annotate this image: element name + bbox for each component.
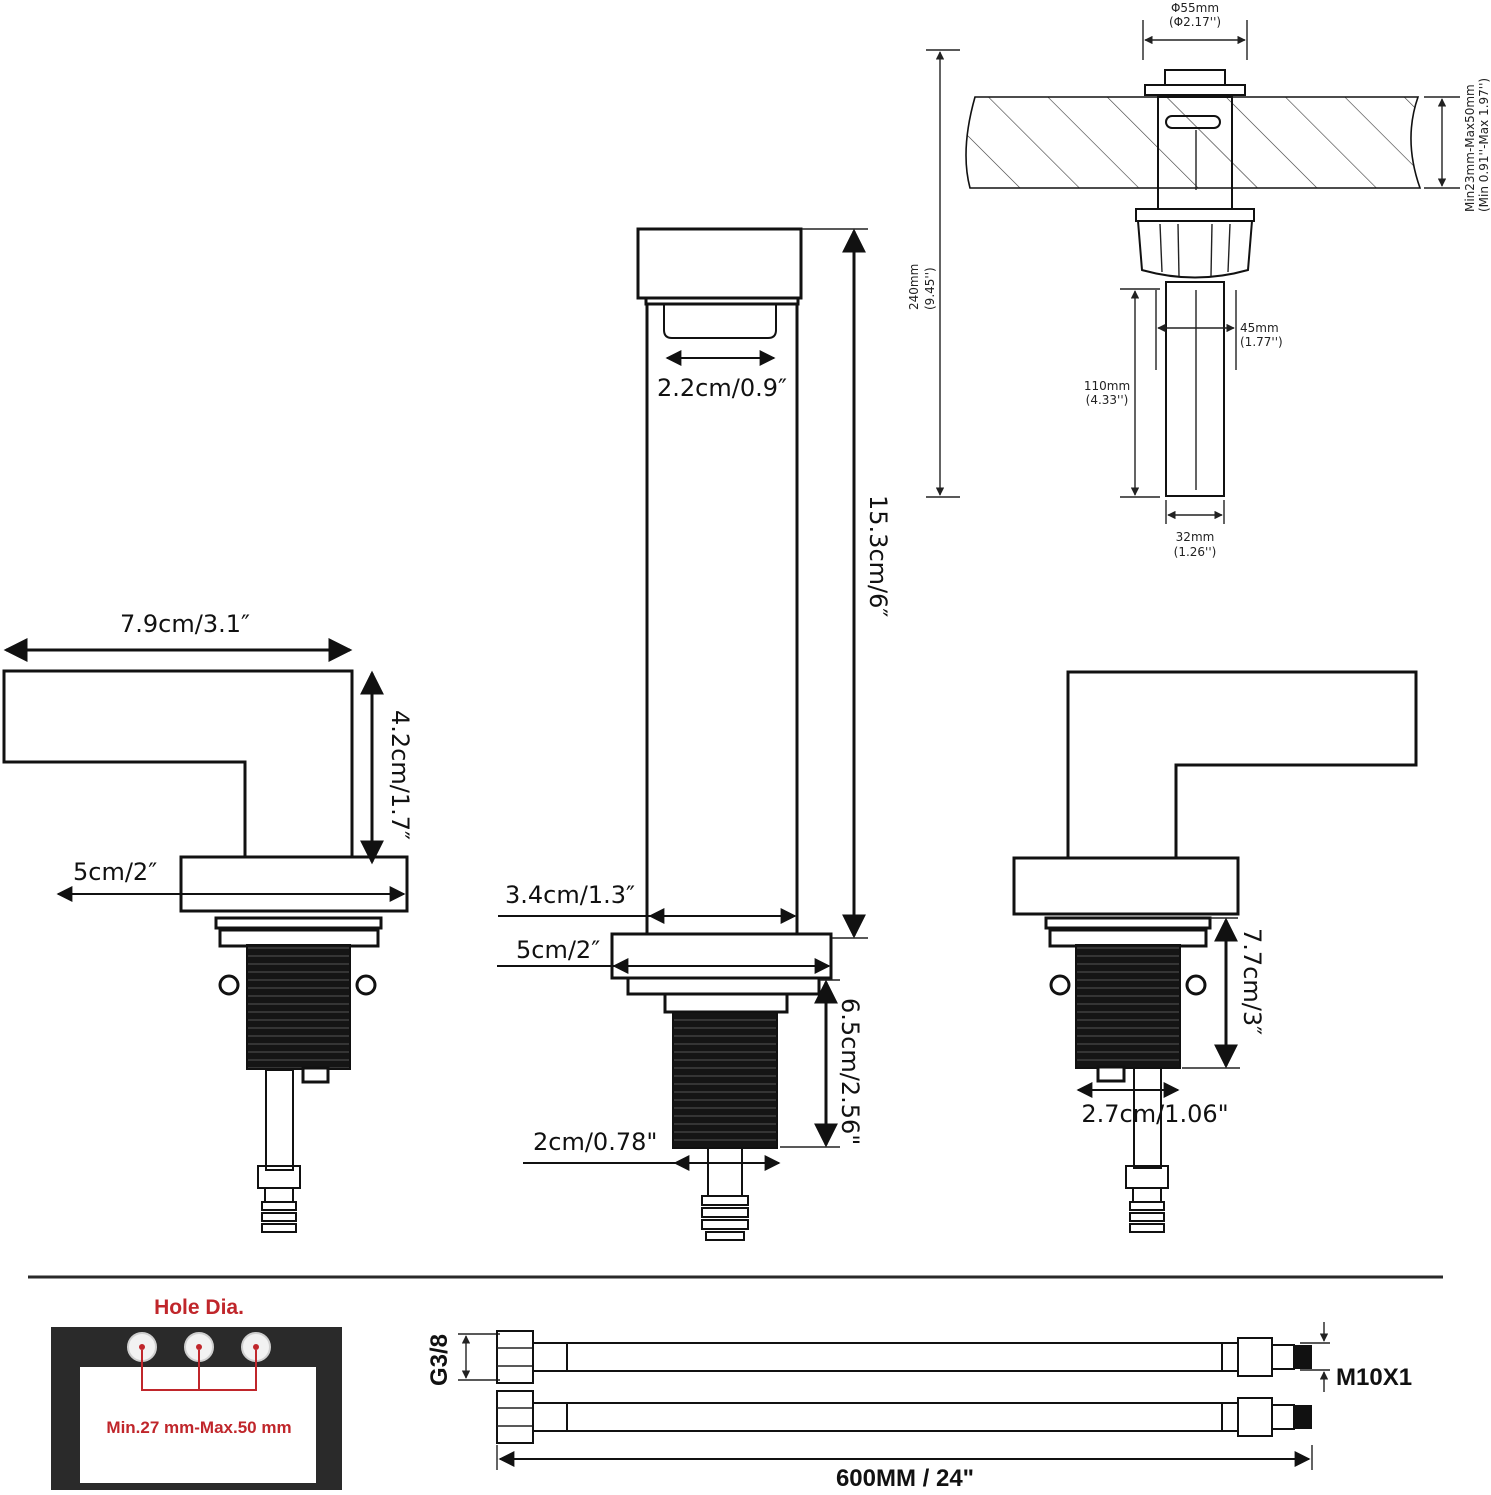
drain-total-mm: 240mm	[907, 264, 921, 310]
right-handle-view: 7.7cm/3″ 2.7cm/1.06"	[1012, 670, 1418, 1233]
left-handle-washer-2	[218, 928, 380, 948]
spout-nut	[663, 992, 789, 1014]
drain-body-mm: 45mm	[1240, 321, 1279, 335]
right-handle-screw-left	[1049, 974, 1071, 996]
right-handle-lever	[1066, 670, 1418, 867]
left-handle-base	[179, 855, 409, 913]
spout-shank-dia-label: 2cm/0.78"	[533, 1128, 657, 1156]
hole-diameter-panel: Hole Dia. Min.27 mm-Max.50 mm	[51, 1296, 342, 1490]
spout-shank-length-label: 6.5cm/2.56"	[836, 998, 864, 1145]
hole-spacing-bracket	[141, 1350, 257, 1391]
spout-base-label: 5cm/2″	[516, 936, 600, 964]
right-handle-pin	[1096, 1065, 1126, 1083]
spout-aerator	[663, 304, 777, 339]
right-handle-washer-2	[1048, 928, 1208, 948]
spout-aerator-label: 2.2cm/0.9″	[657, 374, 787, 402]
drain-cap-mm: Φ55mm	[1171, 1, 1219, 15]
spout-pipe-fitting	[701, 1195, 749, 1241]
spout-pipe	[707, 1147, 743, 1197]
right-handle-washer	[1044, 916, 1212, 930]
countertop-section	[965, 96, 1422, 189]
drain-view: Φ55mm (Φ2.17'') 240mm (9.45'') Min23mm-M…	[907, 1, 1491, 559]
drain-overflow-slot	[1165, 115, 1221, 129]
right-handle-screw-right	[1185, 974, 1207, 996]
spout-view: 2.2cm/0.9″ 15.3cm/6″ 3.4cm/1.3″ 5cm/2″ 6…	[497, 227, 892, 1241]
spout-base	[610, 932, 833, 980]
drain-nut-body	[1136, 220, 1254, 279]
spout-shank	[672, 1011, 778, 1149]
hose-top	[496, 1330, 1312, 1384]
left-handle-shank	[246, 944, 351, 1070]
right-handle-pipe-fitting	[1129, 1187, 1165, 1233]
right-handle-pipe	[1133, 1067, 1162, 1169]
drain-cap-top	[1164, 69, 1226, 86]
hose-bottom	[496, 1390, 1312, 1444]
spout-height-label: 15.3cm/6″	[864, 495, 892, 617]
right-height-label: 7.7cm/3″	[1238, 928, 1266, 1035]
hole-title: Hole Dia.	[154, 1296, 244, 1319]
drain-tail-dia-in: (1.26'')	[1174, 545, 1217, 559]
hose-assembly: G3/8 M10X1	[426, 1322, 1412, 1492]
left-height-label: 4.2cm/1.7″	[386, 710, 414, 840]
left-handle-lever	[2, 669, 354, 864]
left-handle-screw-left	[218, 974, 240, 996]
left-handle-screw-right	[355, 974, 377, 996]
left-width-label: 7.9cm/3.1″	[120, 610, 250, 638]
drain-nut	[1135, 208, 1255, 222]
drain-counter-in: (Min 0.91''-Max 1.97'')	[1477, 78, 1491, 212]
left-base-label: 5cm/2″	[73, 858, 157, 886]
right-shank-dia-label: 2.7cm/1.06"	[1081, 1100, 1228, 1128]
hole-spacing-label: Min.27 mm-Max.50 mm	[106, 1418, 291, 1437]
spout-base-washer	[626, 976, 821, 996]
right-handle-base	[1012, 856, 1240, 916]
spout-head	[636, 227, 803, 300]
drain-tail-mm: 110mm	[1084, 379, 1130, 393]
drain-tail-in: (4.33'')	[1086, 393, 1129, 407]
drain-body-in: (1.77'')	[1240, 335, 1283, 349]
hose-length-label: 600MM / 24"	[836, 1465, 974, 1492]
left-handle-view: 7.9cm/3.1″ 4.2cm/1.7″ 5cm/2″	[2, 610, 414, 1233]
hose-thread-in-label: G3/8	[426, 1334, 453, 1386]
drain-counter-mm: Min23mm-Max50mm	[1463, 84, 1477, 212]
left-handle-pipe-fitting	[261, 1187, 297, 1233]
drain-total-in: (9.45'')	[923, 267, 937, 310]
hose-thread-out-label: M10X1	[1336, 1364, 1412, 1391]
right-handle-pipe-nut	[1125, 1165, 1169, 1189]
drain-cap	[1144, 84, 1246, 96]
left-handle-pin	[301, 1066, 330, 1084]
left-handle-washer	[214, 916, 383, 930]
drain-tail-dia-mm: 32mm	[1176, 530, 1215, 544]
left-handle-pipe	[265, 1069, 294, 1171]
drain-cap-in: (Φ2.17'')	[1169, 15, 1221, 29]
right-handle-shank	[1075, 944, 1181, 1069]
spout-body-label: 3.4cm/1.3″	[505, 881, 635, 909]
drain-tailpiece	[1165, 281, 1225, 497]
